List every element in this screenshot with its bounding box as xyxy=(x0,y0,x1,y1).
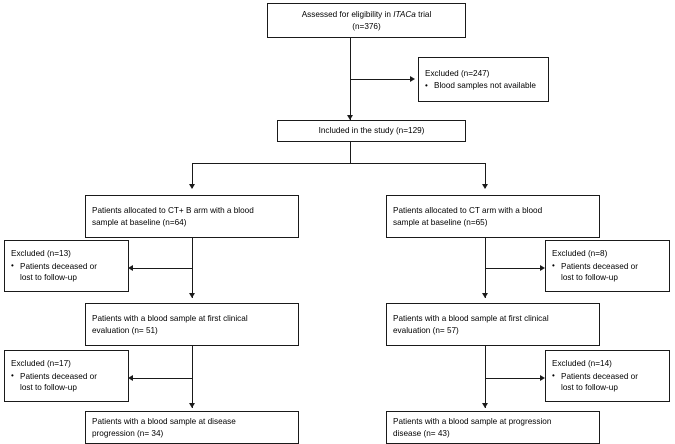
node-allocated-ct-b-arm: Patients allocated to CT+ B arm with a b… xyxy=(85,195,299,238)
progression-right-line2: disease (n= 43) xyxy=(393,428,450,438)
node-progression-right: Patients with a blood sample at progress… xyxy=(386,411,600,444)
connector-split-left-drop xyxy=(192,163,193,188)
eval-right-line1: Patients with a blood sample at first cl… xyxy=(393,314,549,323)
node-assessed-text: Assessed for eligibility in ITACa trial … xyxy=(274,9,459,32)
node-excluded-left-1: Excluded (n=13) Patients deceased or los… xyxy=(4,240,129,292)
arrowhead-excluded-right-1 xyxy=(540,264,545,271)
eval-right-text: Patients with a blood sample at first cl… xyxy=(393,313,549,336)
excluded-left-1-heading: Excluded (n=13) xyxy=(11,249,71,259)
excluded-left-1-text: Excluded (n=13) Patients deceased or los… xyxy=(11,248,97,284)
alloc-left-text: Patients allocated to CT+ B arm with a b… xyxy=(92,205,254,228)
alloc-right-line2: sample at baseline (n=65) xyxy=(393,217,488,227)
arrowhead-excluded-top xyxy=(410,75,415,82)
eval-left-line2: evaluation (n= 51) xyxy=(92,325,158,335)
node-excluded-left-2: Excluded (n=17) Patients deceased or los… xyxy=(4,350,129,402)
node-excluded-top-text: Excluded (n=247) Blood samples not avail… xyxy=(425,68,536,92)
alloc-right-line1: Patients allocated to CT arm with a bloo… xyxy=(393,206,543,215)
arrowhead-eval-right xyxy=(481,293,488,298)
node-allocated-ct-arm: Patients allocated to CT arm with a bloo… xyxy=(386,195,600,238)
node-excluded-right-1: Excluded (n=8) Patients deceased or lost… xyxy=(545,240,670,292)
alloc-left-line1: Patients allocated to CT+ B arm with a b… xyxy=(92,206,254,215)
eval-left-line1: Patients with a blood sample at first cl… xyxy=(92,314,248,323)
excluded-left-1-bullet-cont: lost to follow-up xyxy=(20,273,77,283)
included-line1: Included in the study (n=129) xyxy=(318,126,425,136)
excluded-left-1-bullet: Patients deceased or xyxy=(11,260,97,273)
node-assessed-for-eligibility: Assessed for eligibility in ITACa trial … xyxy=(267,3,466,38)
assessed-trial-name: ITACa xyxy=(393,10,416,19)
progression-left-line2: progression (n= 34) xyxy=(92,428,164,438)
progression-left-line1: Patients with a blood sample at disease xyxy=(92,417,236,426)
arrowhead-alloc-right xyxy=(481,184,488,189)
connector-left-to-excluded-2 xyxy=(133,378,192,379)
excluded-right-2-text: Excluded (n=14) Patients deceased or los… xyxy=(552,358,638,394)
alloc-left-line2: sample at baseline (n=64) xyxy=(92,217,187,227)
connector-to-excluded-top xyxy=(350,79,412,80)
connector-left-eval-to-progression xyxy=(192,346,193,408)
connector-split-bar xyxy=(192,163,485,164)
assessed-line2: (n=376) xyxy=(352,21,381,31)
node-eval-right: Patients with a blood sample at first cl… xyxy=(386,303,600,346)
assessed-line1-pre: Assessed for eligibility in xyxy=(301,10,394,19)
connector-left-to-excluded-1 xyxy=(133,268,192,269)
excluded-left-2-text: Excluded (n=17) Patients deceased or los… xyxy=(11,358,97,394)
excluded-left-2-bullet: Patients deceased or xyxy=(11,370,97,383)
connector-split-right-drop xyxy=(485,163,486,188)
excluded-right-2-bullet: Patients deceased or xyxy=(552,370,638,383)
excluded-left-2-bullet-cont: lost to follow-up xyxy=(20,383,77,393)
excluded-right-1-heading: Excluded (n=8) xyxy=(552,249,608,259)
excluded-top-bullet-1: Blood samples not available xyxy=(425,80,536,92)
arrowhead-excluded-right-2 xyxy=(540,374,545,381)
node-excluded-right-2: Excluded (n=14) Patients deceased or los… xyxy=(545,350,670,402)
eval-left-text: Patients with a blood sample at first cl… xyxy=(92,313,248,336)
connector-included-down xyxy=(350,142,351,163)
arrowhead-alloc-left xyxy=(188,184,195,189)
arrowhead-progression-left xyxy=(188,403,195,408)
node-included-in-study: Included in the study (n=129) xyxy=(277,120,466,142)
connector-right-to-excluded-1 xyxy=(485,268,541,269)
excluded-right-1-bullet-cont: lost to follow-up xyxy=(561,273,618,283)
progression-right-line1: Patients with a blood sample at progress… xyxy=(393,417,552,426)
assessed-line1-post: trial xyxy=(415,10,432,19)
excluded-right-2-bullet-cont: lost to follow-up xyxy=(561,383,618,393)
arrowhead-included xyxy=(346,115,353,120)
excluded-right-1-text: Excluded (n=8) Patients deceased or lost… xyxy=(552,248,638,284)
connector-left-alloc-to-eval xyxy=(192,238,193,298)
eval-right-line2: evaluation (n= 57) xyxy=(393,325,459,335)
alloc-right-text: Patients allocated to CT arm with a bloo… xyxy=(393,205,542,228)
connector-right-eval-to-progression xyxy=(485,346,486,408)
arrowhead-excluded-left-1 xyxy=(128,264,133,271)
node-excluded-top: Excluded (n=247) Blood samples not avail… xyxy=(418,57,549,102)
arrowhead-excluded-left-2 xyxy=(128,374,133,381)
node-progression-left: Patients with a blood sample at disease … xyxy=(85,411,299,444)
excluded-right-1-bullet: Patients deceased or xyxy=(552,260,638,273)
excluded-top-heading: Excluded (n=247) xyxy=(425,68,490,78)
connector-right-to-excluded-2 xyxy=(485,378,541,379)
arrowhead-eval-left xyxy=(188,293,195,298)
progression-left-text: Patients with a blood sample at disease … xyxy=(92,416,236,439)
excluded-right-2-heading: Excluded (n=14) xyxy=(552,359,612,369)
progression-right-text: Patients with a blood sample at progress… xyxy=(393,416,551,439)
excluded-left-2-heading: Excluded (n=17) xyxy=(11,359,71,369)
arrowhead-progression-right xyxy=(481,403,488,408)
node-eval-left: Patients with a blood sample at first cl… xyxy=(85,303,299,346)
